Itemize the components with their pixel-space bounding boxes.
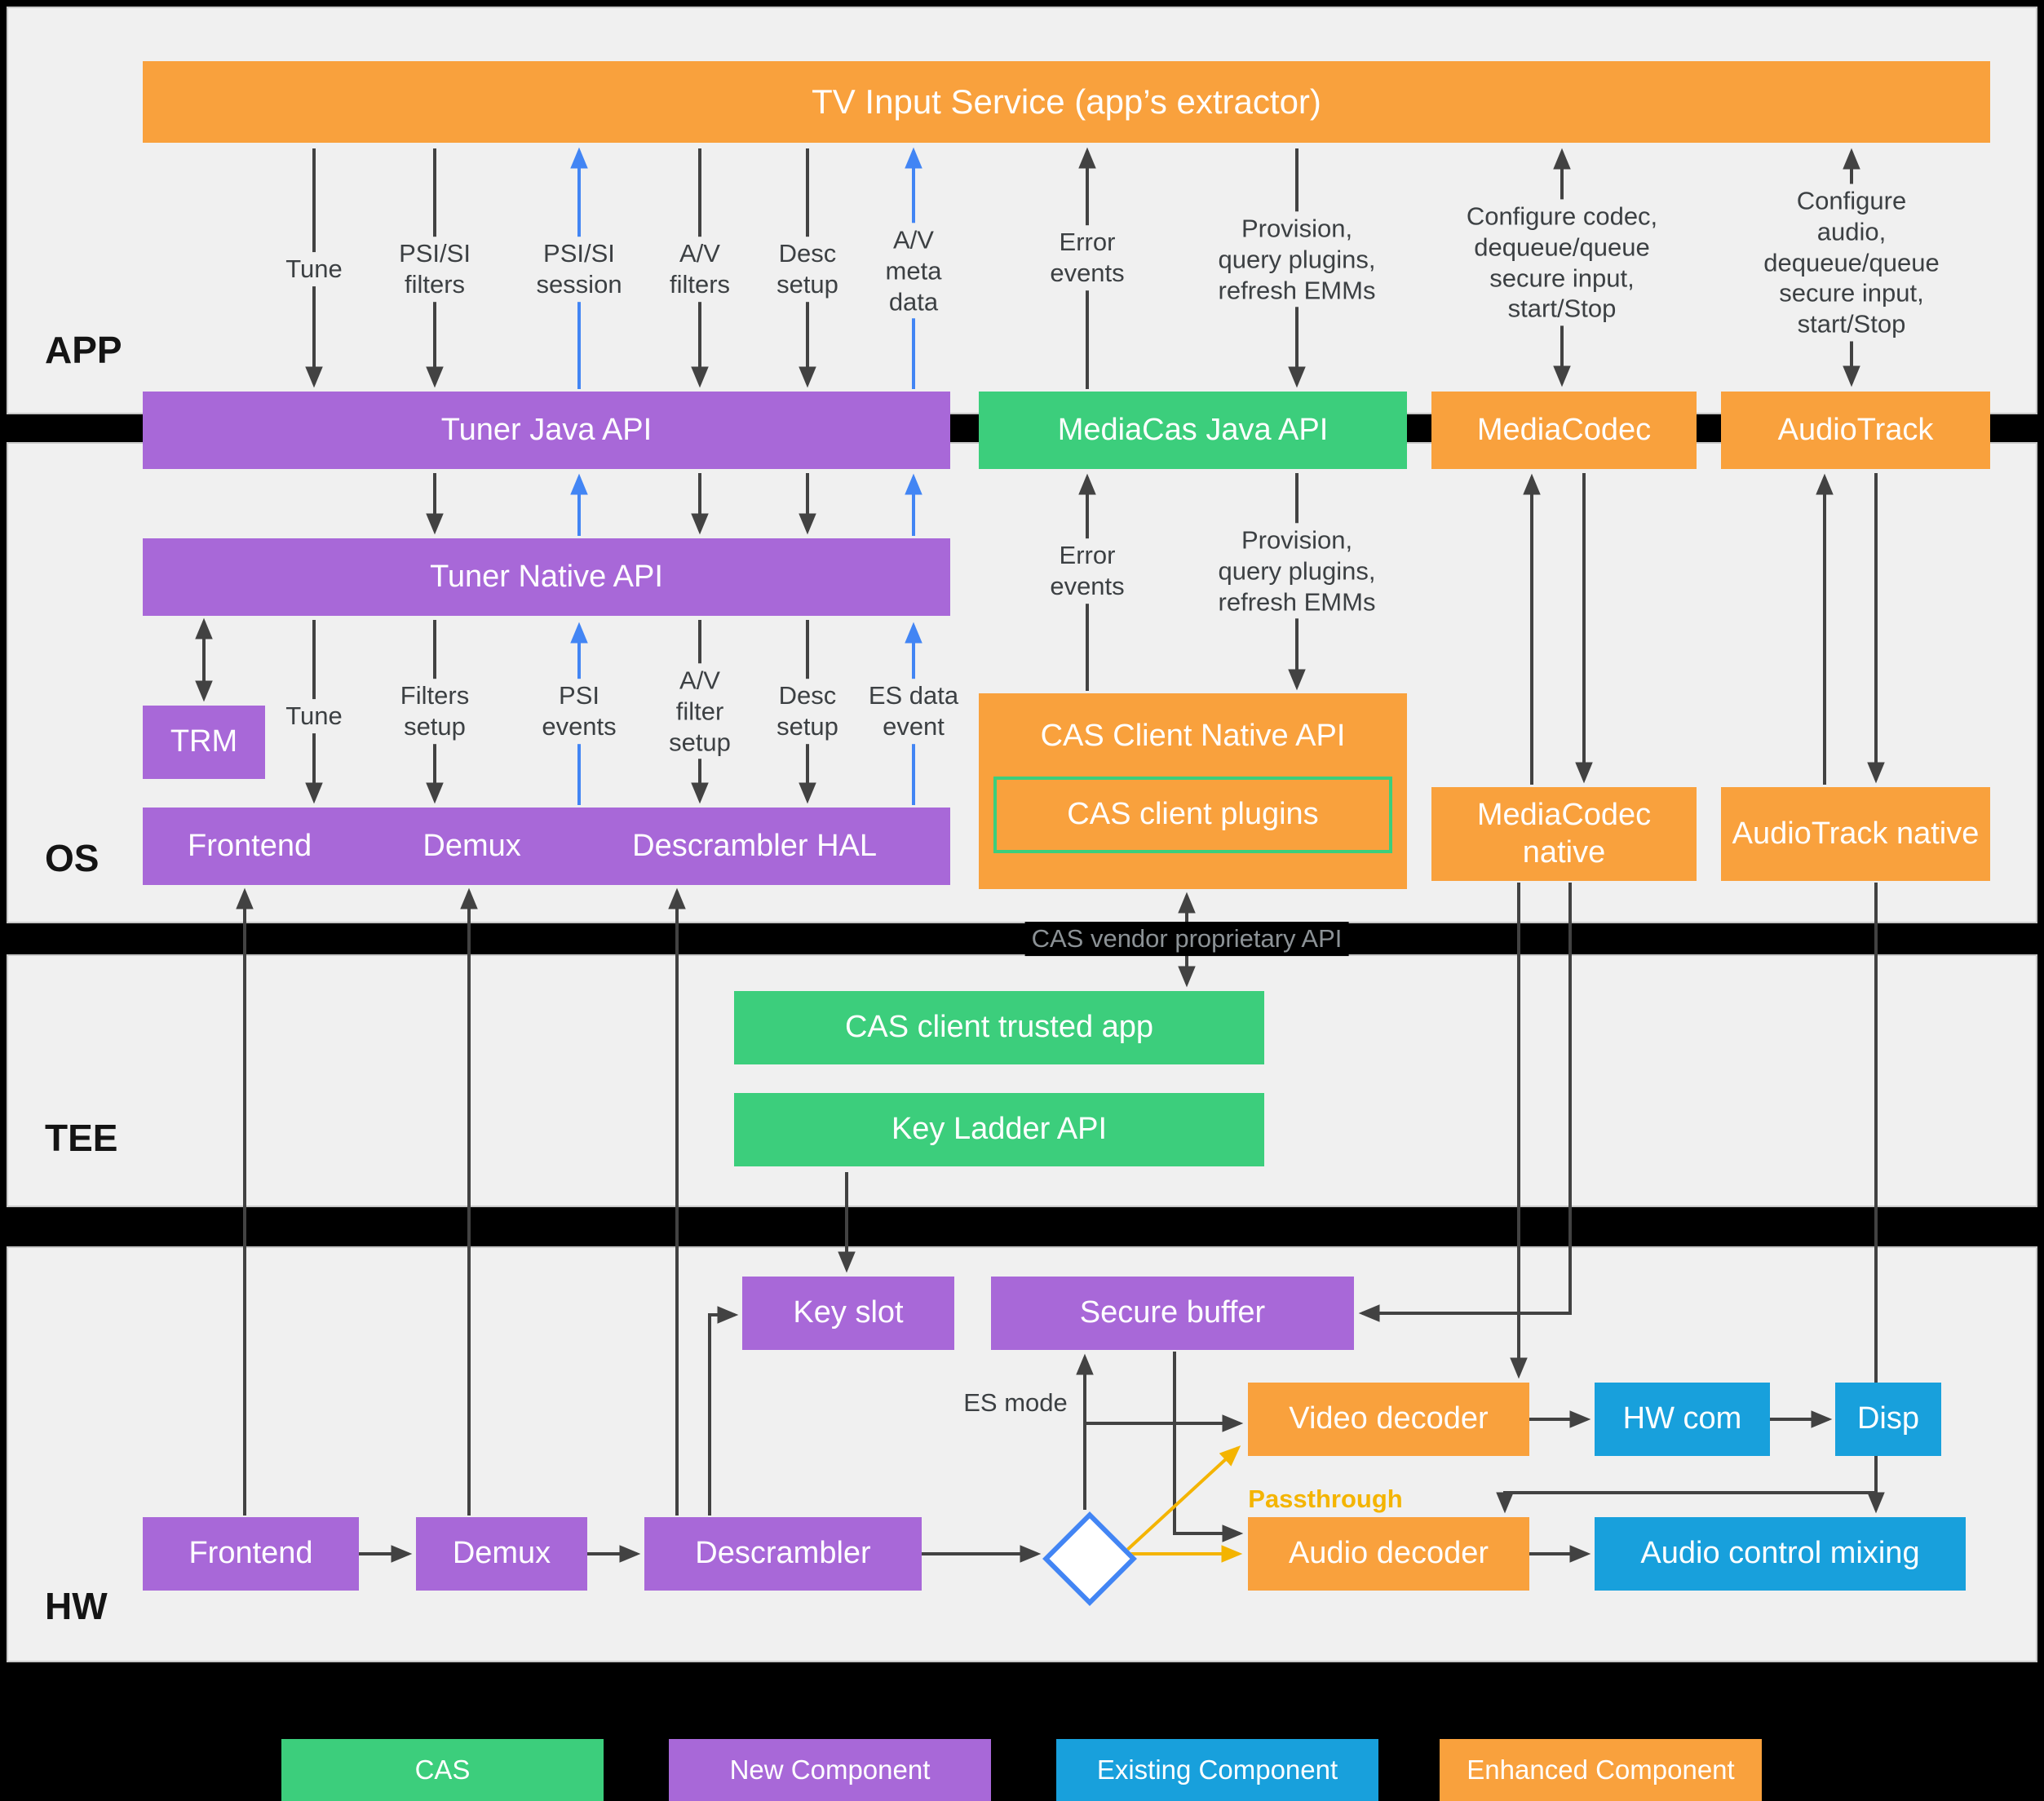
label-provision-app: Provision, query plugins, refresh EMMs [1211,211,1383,308]
label-av-meta-data: A/V meta data [878,223,949,319]
legend-enhanced-component-label: Enhanced Component [1467,1755,1735,1785]
mediacodec-native-box: MediaCodec native [1431,787,1697,881]
cas-client-native-api-box: CAS Client Native API CAS client plugins [979,693,1407,889]
tv-input-service-box: TV Input Service (app’s extractor) [143,61,1990,143]
label-psisi-session: PSI/SI session [529,237,629,302]
legend-enhanced-component: Enhanced Component [1440,1739,1762,1801]
label-desc-setup-os: Desc setup [770,679,845,744]
arrow-securebuffer-audiodecoder [1173,1352,1244,1542]
label-es-mode: ES mode [957,1386,1074,1420]
hal-frontend-label: Frontend [188,828,312,863]
label-es-data-event: ES data event [861,679,966,744]
mediacodec-box: MediaCodec [1431,392,1697,469]
tuner-hal-box: Frontend Demux Descrambler HAL [143,808,950,885]
label-passthrough: Passthrough [1248,1485,1403,1514]
hw-frontend-box: Frontend [143,1517,359,1591]
label-filters-setup: Filters setup [393,679,476,744]
legend-new-component-label: New Component [729,1755,931,1785]
mediacas-java-api-box: MediaCas Java API [979,392,1407,469]
video-decoder-box: Video decoder [1248,1383,1529,1456]
legend-cas-label: CAS [414,1755,471,1785]
hal-demux-label: Demux [423,828,521,863]
hw-descrambler-box: Descrambler [644,1517,922,1591]
label-configure-audio: Configure audio, dequeue/queue secure in… [1755,184,1948,342]
audio-decoder-box: Audio decoder [1248,1517,1529,1591]
os-layer-label: OS [45,837,100,879]
cas-client-trusted-app-box: CAS client trusted app [734,991,1264,1064]
label-tune-app: Tune [279,252,349,286]
legend-cas: CAS [281,1739,604,1801]
label-provision-os: Provision, query plugins, refresh EMMs [1211,523,1383,619]
tuner-native-api-box: Tuner Native API [143,538,950,616]
disp-box: Disp [1835,1383,1941,1456]
cas-client-plugins-label: CAS client plugins [1067,796,1319,831]
audio-control-mixing-box: Audio control mixing [1595,1517,1966,1591]
label-av-filter-setup: A/V filter setup [662,663,737,759]
secure-buffer-box: Secure buffer [991,1277,1354,1350]
key-ladder-api-box: Key Ladder API [734,1093,1264,1166]
label-cas-vendor-api: CAS vendor proprietary API [1024,922,1349,956]
label-error-events-app: Error events [1043,225,1131,290]
legend-new-component: New Component [669,1739,991,1801]
yellow-arrows [1125,1445,1243,1563]
label-desc-setup-app: Desc setup [770,237,845,302]
legend-existing-component-label: Existing Component [1096,1755,1338,1785]
arrow-mcnative-securebuffer [1358,883,1572,1322]
label-configure-codec: Configure codec, dequeue/queue secure in… [1459,199,1665,326]
hal-descrambler-label: Descrambler HAL [632,828,877,863]
label-tune-os: Tune [279,699,349,733]
key-slot-box: Key slot [742,1277,954,1350]
hw-layer-label: HW [45,1585,108,1627]
label-psi-events: PSI events [535,679,623,744]
app-layer-label: APP [45,329,122,371]
legend-existing-component: Existing Component [1056,1739,1378,1801]
audiotrack-box: AudioTrack [1721,392,1990,469]
label-av-filters: A/V filters [662,237,737,302]
arrow-passthrough-video [1125,1445,1241,1552]
arrow-descrambler-keyslot [708,1306,739,1516]
cas-client-native-api-label: CAS Client Native API [1040,719,1346,753]
arrow-atnative-audiodecoder [1496,1491,1876,1514]
hw-demux-box: Demux [416,1517,587,1591]
tee-layer-label: TEE [45,1117,118,1159]
audiotrack-native-box: AudioTrack native [1721,787,1990,881]
hw-com-box: HW com [1595,1383,1770,1456]
cas-client-plugins-box: CAS client plugins [993,776,1392,853]
label-error-events-os: Error events [1043,538,1131,604]
trm-box: TRM [143,706,265,779]
tuner-java-api-box: Tuner Java API [143,392,950,469]
label-psisi-filters: PSI/SI filters [392,237,477,302]
